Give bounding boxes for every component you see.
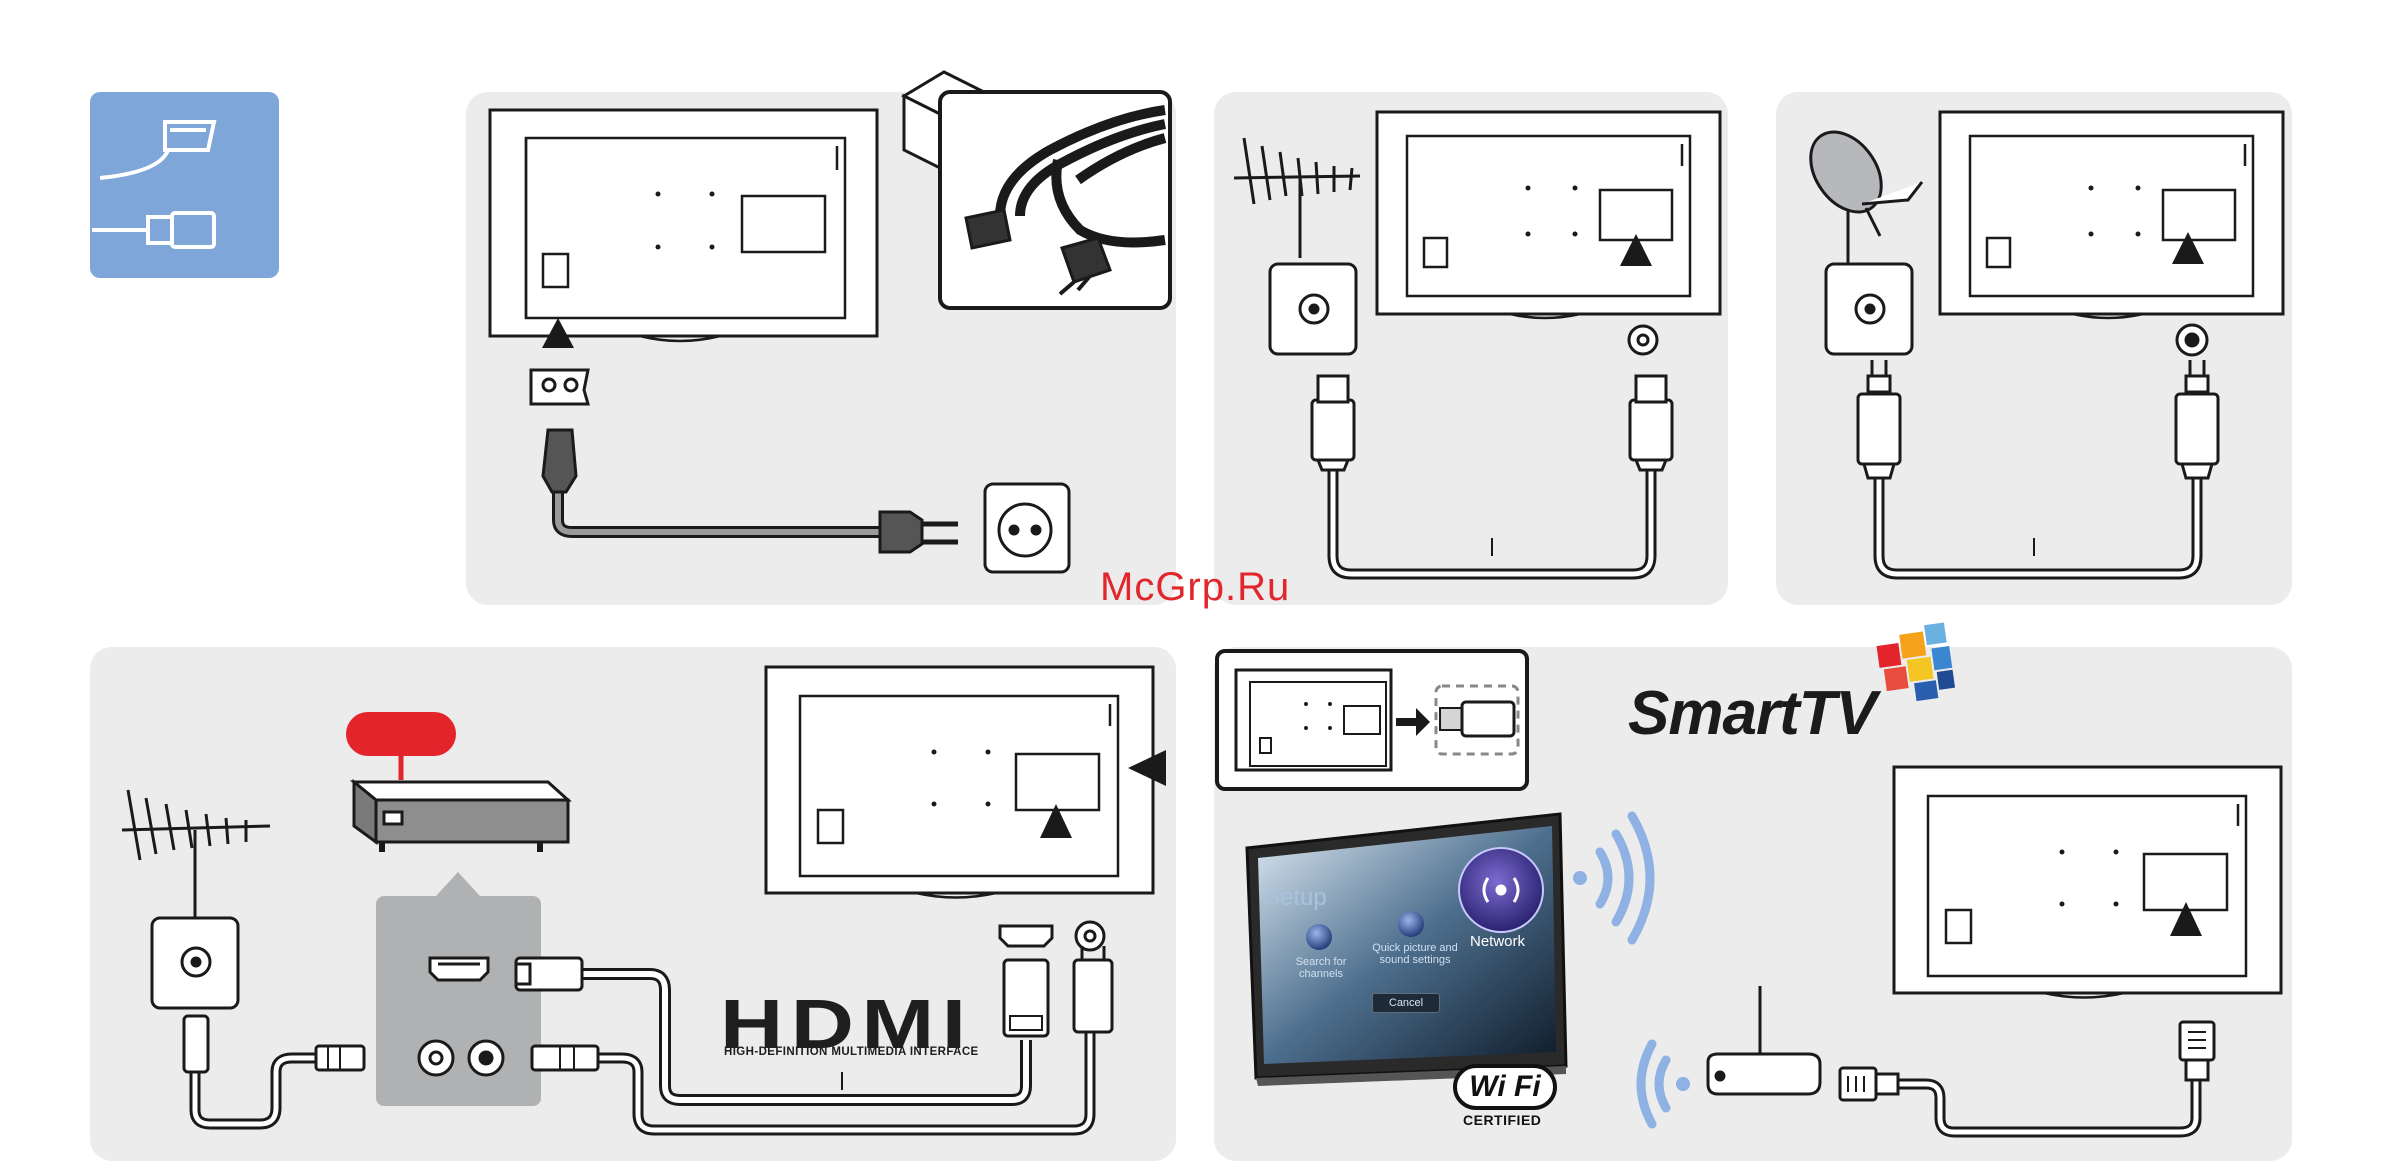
search-channels-icon <box>1306 924 1332 950</box>
tv-icon <box>1894 767 2281 998</box>
hdmi-socket-icon <box>430 958 488 980</box>
tv-icon <box>1940 112 2283 318</box>
set-top-box-icon <box>354 782 568 852</box>
usb-inset <box>1217 651 1527 789</box>
smart-tv-logo: SmartTV <box>1628 678 1876 749</box>
tv-icon <box>490 110 877 341</box>
hdmi-tagline: HIGH-DEFINITION MULTIMEDIA INTERFACE <box>724 1046 979 1058</box>
power-inlet-icon <box>531 370 588 404</box>
wifi-logo: Wi Fi <box>1453 1064 1557 1110</box>
usb-dongle-icon <box>1440 702 1514 736</box>
watermark: McGrp.Ru <box>1100 565 1290 610</box>
coax-socket-icon <box>1629 326 1657 354</box>
connection-badge <box>90 92 279 278</box>
network-label: Network <box>1470 933 1525 950</box>
cancel-button: Cancel <box>1372 993 1440 1013</box>
coax-socket-icon <box>1076 922 1104 950</box>
antenna-wall-socket-icon <box>1270 264 1356 354</box>
antenna-wall-socket-icon <box>152 918 238 1008</box>
ethernet-plug-icon <box>1840 1068 1898 1100</box>
ethernet-plug-icon <box>2180 1022 2214 1080</box>
f-connector-socket-icon <box>2177 325 2207 355</box>
power-socket-icon <box>985 484 1069 572</box>
tv-icon <box>766 667 1153 898</box>
quick-settings-label: Quick picture and sound settings <box>1370 942 1460 966</box>
tv-icon <box>1377 112 1720 318</box>
tv-screen-title: Setup <box>1264 884 1327 912</box>
power-cord-inset <box>940 92 1170 308</box>
hdmi-socket-icon <box>1000 926 1052 946</box>
search-channels-label: Search for channels <box>1290 956 1352 980</box>
picture-sound-icon <box>1398 911 1424 937</box>
wifi-certified-label: CERTIFIED <box>1463 1112 1541 1128</box>
satellite-wall-socket-icon <box>1826 264 1912 354</box>
